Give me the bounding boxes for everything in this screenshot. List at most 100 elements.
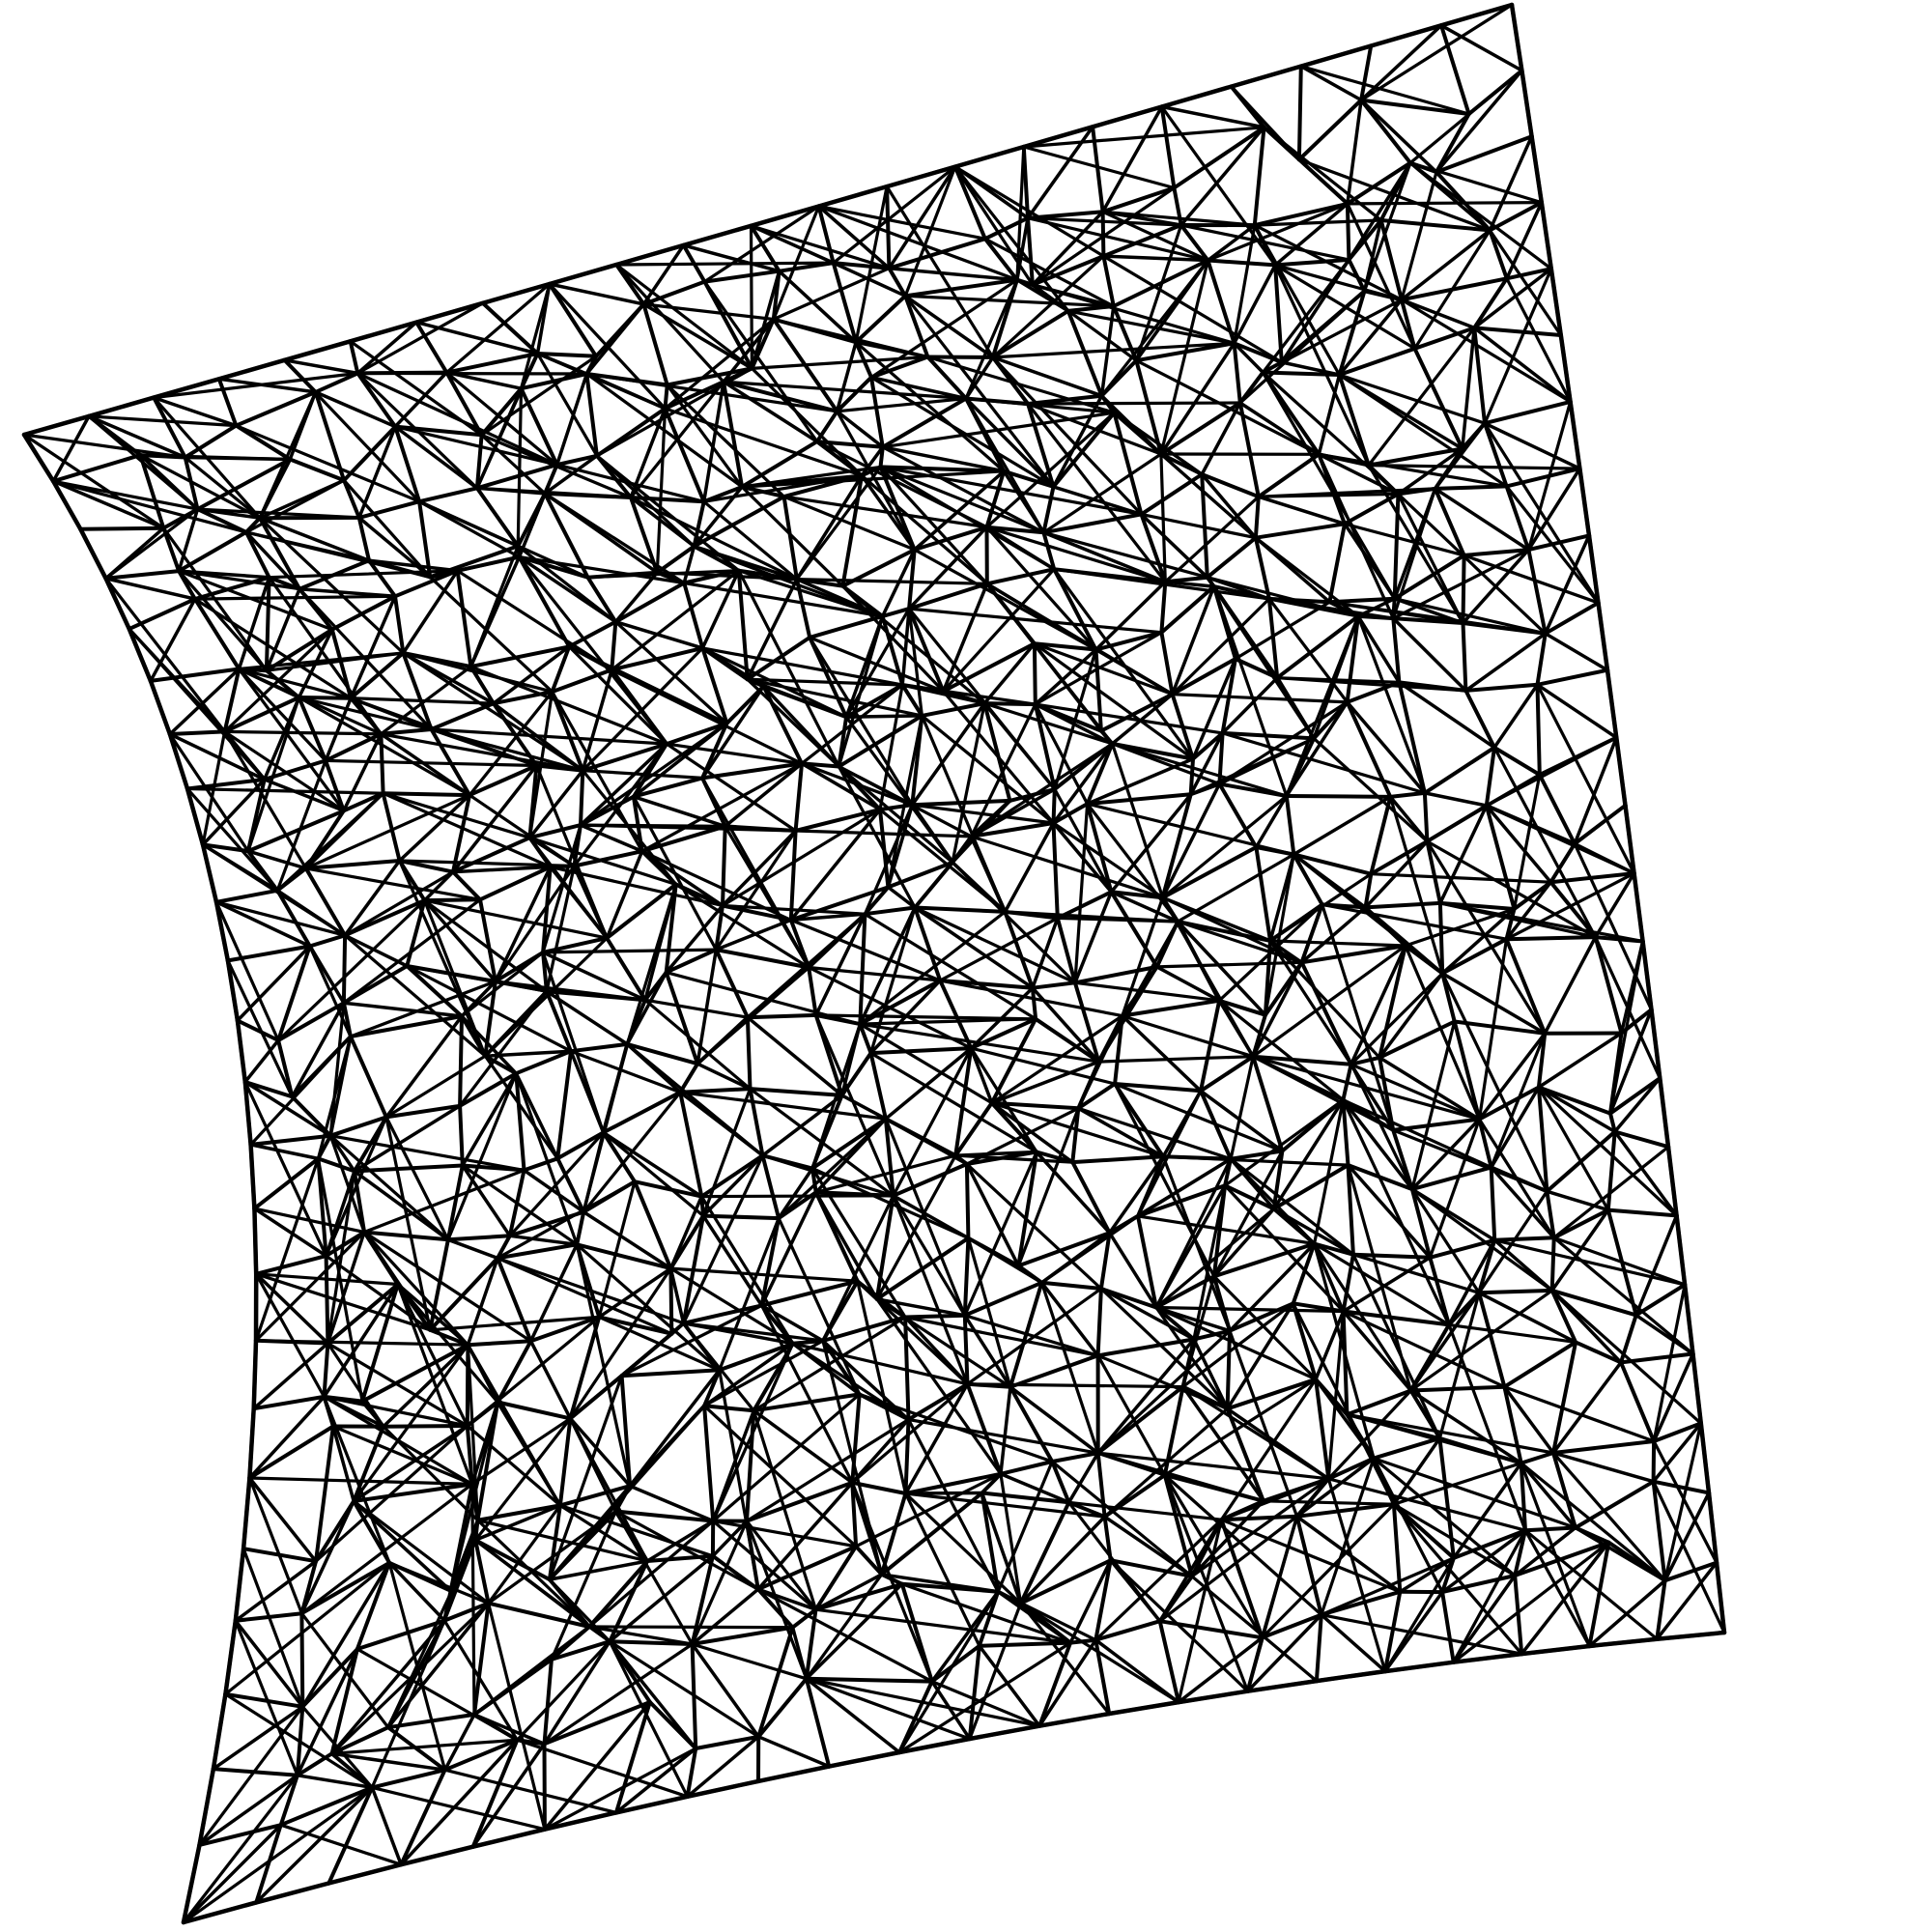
mesh-edge [241, 1475, 252, 1551]
mesh-edge [275, 758, 327, 893]
mesh-edge [1651, 1479, 1667, 1583]
mesh-edge [1488, 134, 1534, 233]
mesh-edge [177, 529, 248, 574]
mesh-edge [1021, 125, 1095, 150]
mesh-edge [1228, 1241, 1317, 1333]
mesh-edge [1409, 1187, 1433, 1260]
mesh-edge [629, 496, 706, 504]
mesh-edge [701, 1087, 753, 1218]
mesh-edge [608, 1559, 650, 1644]
mesh-edge [362, 1230, 469, 1347]
mesh-edge [980, 1491, 1001, 1594]
mesh-edge [1537, 1085, 1617, 1134]
mesh-edge [1548, 880, 1598, 940]
mesh-edge [1392, 1461, 1523, 1506]
mesh-edge [886, 714, 924, 890]
mesh-edge [941, 582, 989, 694]
mesh-edge [554, 372, 589, 467]
mesh-edge [486, 1601, 591, 1629]
mesh-edge [610, 668, 669, 747]
mesh-edge [969, 742, 1115, 838]
mesh-edge [252, 1207, 328, 1258]
mesh-edge [491, 690, 554, 706]
mesh-edge [682, 544, 696, 585]
mesh-edge [1111, 304, 1139, 363]
mesh-edge [1217, 998, 1267, 1017]
mesh-edge [362, 1168, 526, 1235]
mesh-edge [789, 912, 867, 923]
mesh-edge [1134, 358, 1163, 456]
mesh-edge [887, 266, 1019, 282]
mesh-edge [496, 1234, 512, 1261]
mesh-edge [752, 1315, 907, 1412]
mesh-edge [401, 651, 554, 694]
mesh-edge [1435, 134, 1534, 175]
mesh-edge [494, 864, 577, 983]
mesh-edge [1094, 580, 1168, 652]
mesh-edge [555, 1130, 606, 1161]
mesh-edge [195, 457, 293, 512]
mesh-edge [903, 1417, 911, 1495]
mesh-edge [1085, 741, 1115, 807]
mesh-edge [1030, 980, 1077, 990]
mesh-edge [1632, 870, 1645, 944]
mesh-edge [903, 1315, 970, 1386]
mesh-edge [1452, 1019, 1548, 1036]
mesh-edge [1032, 641, 1098, 652]
mesh-edge [1346, 98, 1363, 206]
mesh-edge [1271, 1149, 1285, 1211]
mesh-edge [1094, 1637, 1180, 1704]
mesh-edge [788, 829, 798, 923]
mesh-edge [795, 577, 885, 618]
mesh-edge [103, 577, 197, 601]
mesh-edge [930, 1679, 972, 1741]
mesh-edge [331, 1424, 474, 1487]
mesh-edge [548, 1559, 649, 1581]
mesh-edge [863, 885, 891, 917]
mesh-edge [1391, 616, 1468, 693]
mesh-edge [613, 619, 705, 650]
mesh-edge [800, 761, 882, 811]
mesh-edge [528, 1315, 602, 1344]
mesh-edge [527, 768, 585, 839]
mesh-edge [878, 465, 1007, 473]
mesh-edge [382, 791, 553, 869]
mesh-edge [813, 1581, 904, 1612]
mesh-edge [1162, 1473, 1265, 1503]
mesh-edge [251, 1394, 327, 1411]
mesh-edge [1537, 1085, 1679, 1218]
mesh-edge [663, 406, 706, 504]
mesh-edge [1366, 446, 1464, 468]
mesh-edge [1341, 1309, 1507, 1389]
mesh-edge [581, 646, 704, 773]
mesh-edge [1051, 393, 1104, 489]
mesh-edge [331, 1424, 355, 1503]
mesh-edge [1200, 472, 1261, 499]
mesh-edge [1433, 486, 1466, 557]
mesh-edge [1101, 223, 1183, 259]
mesh-edge [474, 486, 521, 549]
mesh-edge [1033, 641, 1195, 761]
mesh-edge [1492, 683, 1540, 750]
mesh-edge [1549, 1236, 1556, 1293]
mesh-edge [517, 492, 547, 559]
mesh-edge [1472, 326, 1573, 404]
mesh-edge [167, 729, 227, 736]
mesh-edge [941, 689, 987, 706]
mesh-edge [989, 1060, 1101, 1105]
mesh-edge [1102, 1406, 1230, 1519]
mesh-edge [793, 808, 882, 833]
mesh-edge [1026, 402, 1167, 583]
mesh-edge [690, 1519, 749, 1646]
mesh-edge [1299, 64, 1363, 102]
mesh-edge [996, 1460, 1054, 1594]
mesh-edge [1372, 1456, 1444, 1594]
mesh-edge [989, 1016, 1038, 1105]
mesh-edge [760, 1153, 781, 1221]
mesh-edge [1189, 736, 1316, 796]
mesh-edge [541, 951, 606, 1135]
mesh-edge [699, 1153, 765, 1199]
mesh-edge [913, 905, 1035, 990]
mesh-edge [1314, 1377, 1331, 1481]
mesh-edge [1319, 1589, 1403, 1617]
